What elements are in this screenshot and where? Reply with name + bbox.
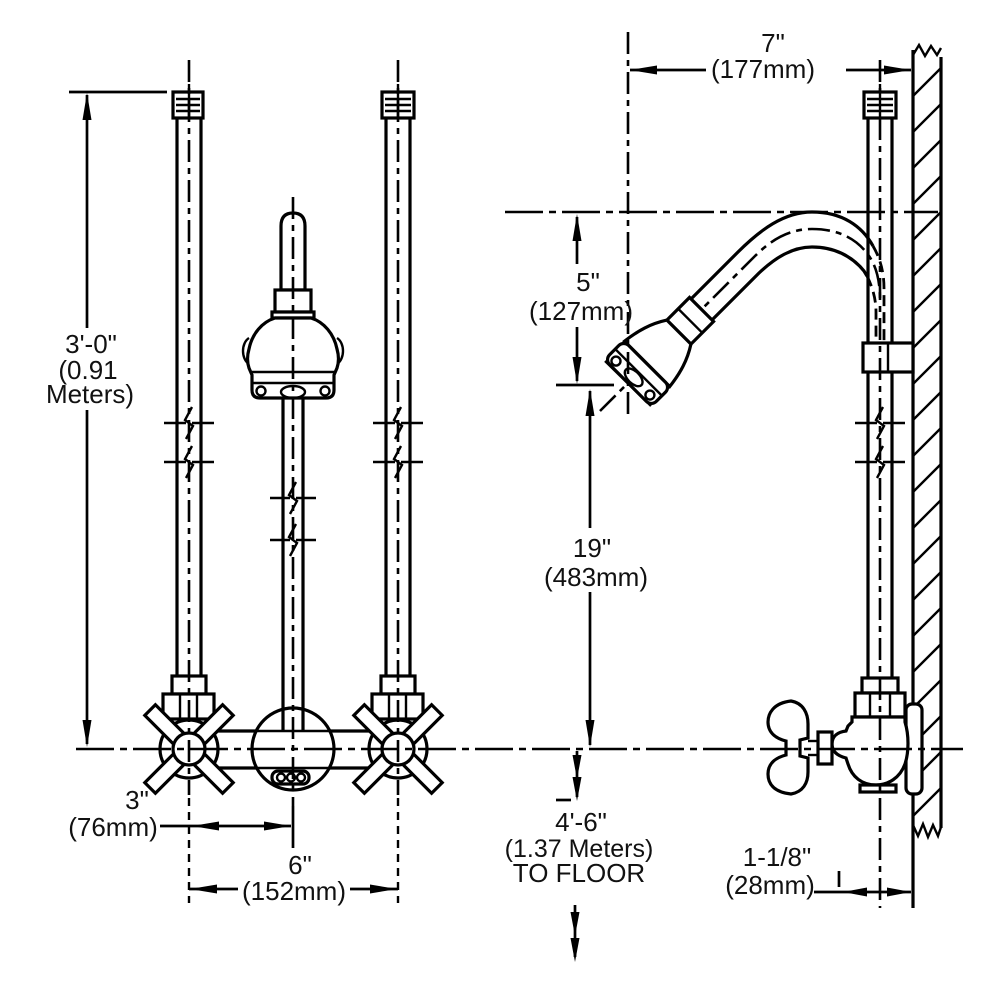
front-view <box>143 60 444 806</box>
tee-handle <box>766 699 810 796</box>
shower-head-side <box>605 295 716 406</box>
to-floor-note: TO FLOOR <box>513 858 645 888</box>
dim-head-drop <box>505 210 938 387</box>
dim-valve-to-floor <box>556 751 582 962</box>
wall-offset-metric: (28mm) <box>725 870 815 900</box>
dim-riser-height <box>69 90 167 747</box>
head-to-valve-metric: (483mm) <box>544 562 648 592</box>
wall-hatching <box>912 67 942 817</box>
gooseneck-centerline <box>599 227 882 412</box>
valve-body <box>830 715 910 787</box>
head-drop-label: 5" <box>576 267 600 297</box>
riser-height-metric: Meters) <box>46 379 134 409</box>
side-riser-pipe <box>855 84 915 678</box>
dimension-labels: 3'-0" (0.91 Meters) 7" (177mm) 5" (127mm… <box>46 28 815 906</box>
riser-height-label: 3'-0" <box>65 329 117 359</box>
wall-to-head-metric: (177mm) <box>711 54 815 84</box>
dim-handle-to-center <box>160 798 400 903</box>
dim-wall-offset <box>814 871 911 897</box>
handle-spread-metric: (152mm) <box>242 876 346 906</box>
head-to-valve-label: 19" <box>573 533 611 563</box>
head-drop-metric: (127mm) <box>529 296 633 326</box>
wall-to-head-label: 7" <box>761 28 785 58</box>
side-view <box>599 42 943 908</box>
handle-to-center-label: 3" <box>125 785 149 815</box>
riser-height-metric: (0.91 <box>58 355 117 385</box>
handle-spread-label: 6" <box>288 850 312 880</box>
side-valve <box>766 676 924 796</box>
gooseneck-hidden-line <box>871 245 886 341</box>
wall-offset-label: 1-1/8" <box>743 842 812 872</box>
dim-wall-to-head <box>626 32 911 420</box>
dim-head-to-valve <box>585 389 595 747</box>
handle-to-center-metric: (76mm) <box>68 812 158 842</box>
to-floor-label: 4'-6" <box>555 807 607 837</box>
dimension-annotations <box>69 32 963 962</box>
dim-handle-spread <box>189 884 398 894</box>
to-floor-metric: (1.37 Meters) <box>505 835 654 863</box>
